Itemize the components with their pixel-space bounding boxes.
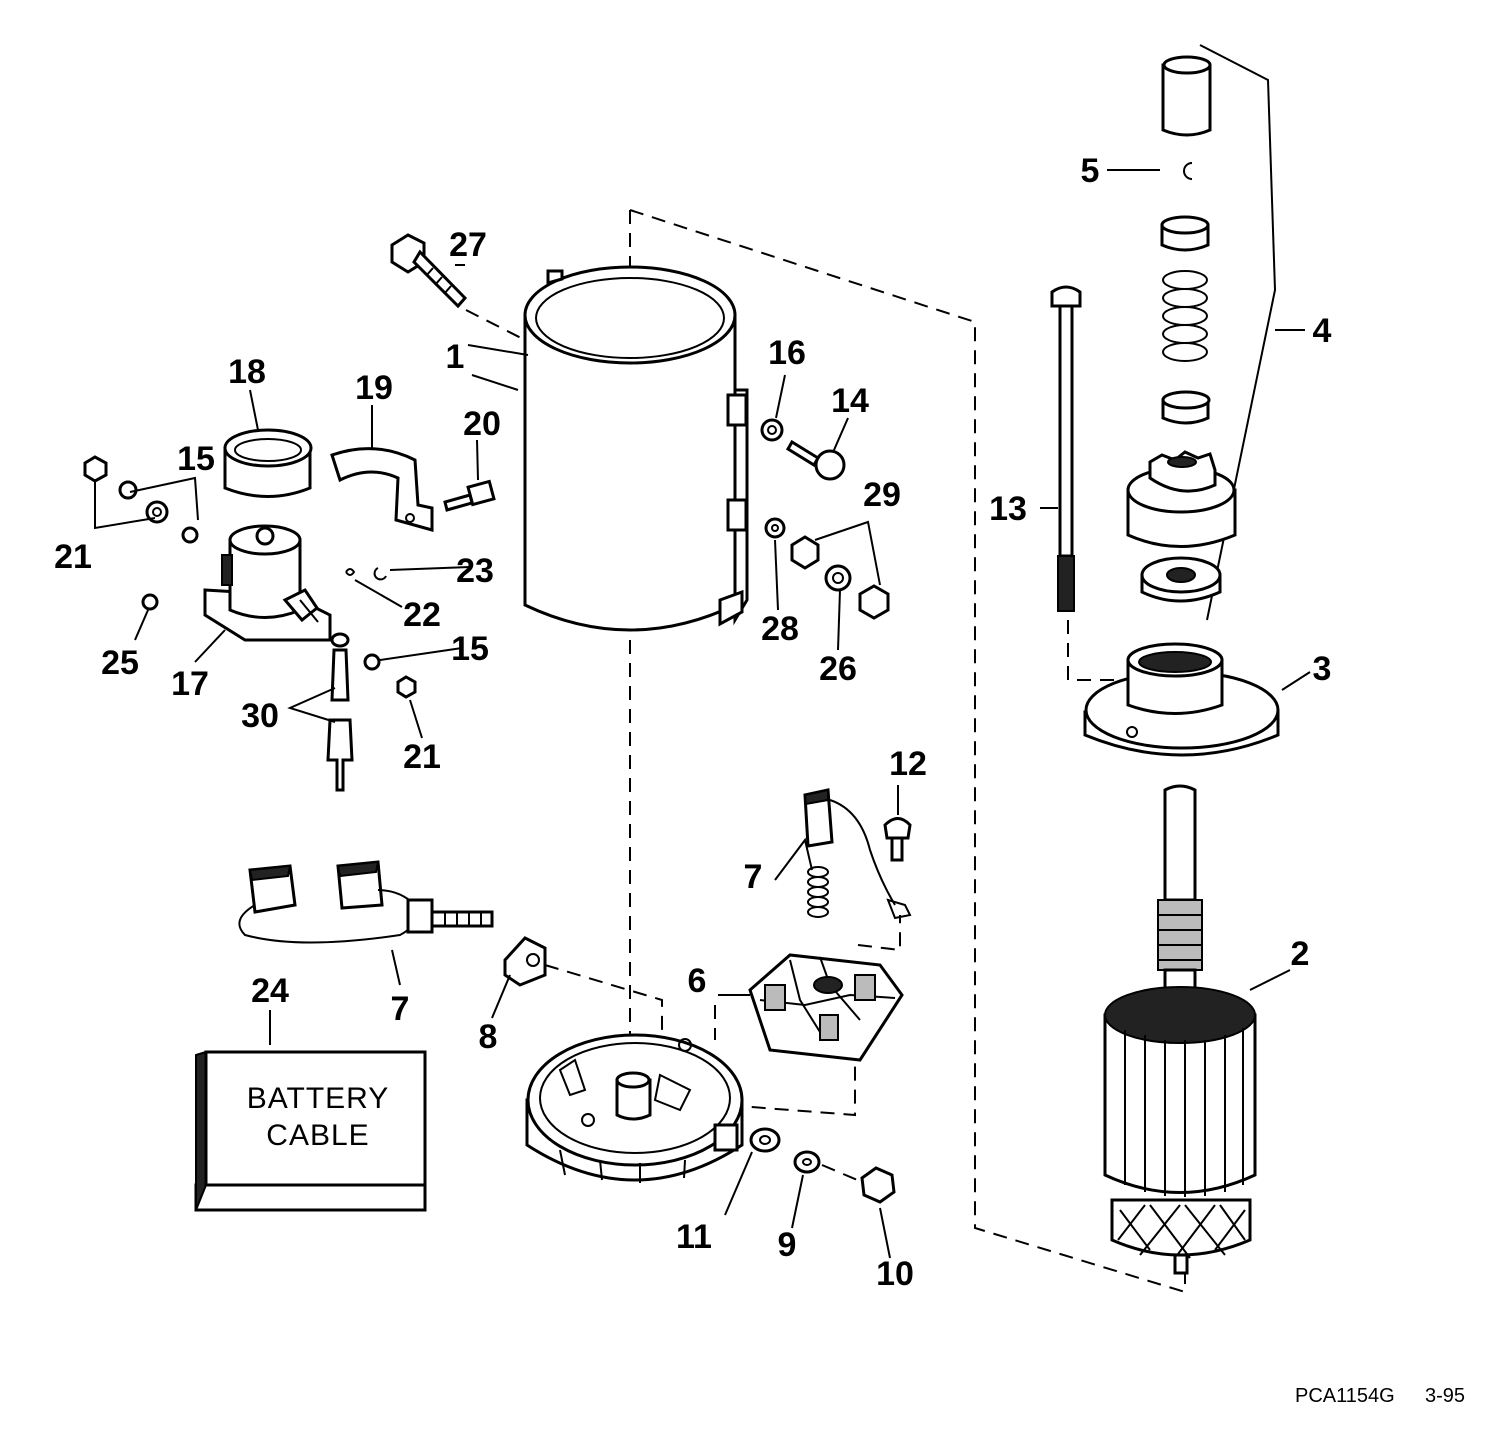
battery-cable-box: BATTERY CABLE xyxy=(194,1050,427,1212)
solenoid-17 xyxy=(203,524,332,642)
brush-plate-6 xyxy=(748,953,904,1062)
callout-10: 10 xyxy=(876,1255,914,1293)
callout-28: 28 xyxy=(761,610,799,648)
callout-13: 13 xyxy=(989,490,1027,528)
callout-18: 18 xyxy=(228,353,266,391)
callout-15-top: 15 xyxy=(177,440,215,478)
terminal-30 xyxy=(326,632,354,792)
callout-21-top: 21 xyxy=(54,538,92,576)
callout-8: 8 xyxy=(479,1018,498,1056)
drive-assembly-bracket xyxy=(1199,44,1305,621)
callout-22: 22 xyxy=(403,596,441,634)
washers-nut-bottom xyxy=(749,1127,896,1204)
callout-15-mid: 15 xyxy=(451,630,489,668)
battery-box-line1: BATTERY xyxy=(247,1082,390,1115)
leader-lines xyxy=(94,169,1311,1259)
callout-16: 16 xyxy=(768,334,806,372)
brush-spring xyxy=(807,866,829,918)
boot-18 xyxy=(223,428,313,498)
callout-12: 12 xyxy=(889,745,927,783)
footer-codes: PCA1154G 3-95 xyxy=(1295,1385,1465,1407)
callout-3: 3 xyxy=(1313,650,1332,688)
through-bolt-13 xyxy=(1050,285,1082,612)
brush-lead-7-left xyxy=(238,860,494,944)
callout-24: 24 xyxy=(251,972,289,1010)
callout-5: 5 xyxy=(1081,152,1100,190)
callout-21-mid: 21 xyxy=(403,738,441,776)
strap-19 xyxy=(330,447,434,532)
callout-14: 14 xyxy=(831,382,869,420)
drive-stack xyxy=(1126,55,1237,603)
callout-29: 29 xyxy=(863,476,901,514)
callout-labels: 1 2 3 4 5 6 7 7 8 9 10 11 12 13 14 15 15… xyxy=(54,152,1331,1293)
frame-housing xyxy=(523,265,749,632)
callout-27: 27 xyxy=(449,226,487,264)
screw-12 xyxy=(883,817,912,862)
callout-23: 23 xyxy=(456,552,494,590)
callout-4: 4 xyxy=(1313,312,1332,350)
callout-20: 20 xyxy=(463,405,501,443)
spring xyxy=(1162,270,1208,362)
part-code: PCA1154G xyxy=(1295,1385,1395,1407)
brush-spring-7-right xyxy=(803,788,912,920)
callout-26: 26 xyxy=(819,650,857,688)
callout-25: 25 xyxy=(101,644,139,682)
hardware-right-of-frame xyxy=(760,418,890,620)
callout-2: 2 xyxy=(1291,935,1310,973)
screw-20 xyxy=(443,479,496,512)
callout-7-left: 7 xyxy=(391,990,410,1028)
small-hardware-mid xyxy=(363,653,417,699)
callout-19: 19 xyxy=(355,369,393,407)
callout-1: 1 xyxy=(446,338,465,376)
bolt-27 xyxy=(390,233,526,341)
drive-end-cap-3 xyxy=(1083,642,1280,757)
callout-11: 11 xyxy=(676,1218,712,1256)
armature-2 xyxy=(1103,784,1257,1275)
date-code: 3-95 xyxy=(1425,1385,1465,1407)
callout-6: 6 xyxy=(688,962,707,1000)
callout-17: 17 xyxy=(171,665,209,703)
callout-9: 9 xyxy=(778,1226,797,1264)
insulator-8 xyxy=(503,936,547,987)
callout-7-right: 7 xyxy=(744,858,763,896)
battery-box-line2: CABLE xyxy=(266,1119,369,1152)
callout-30: 30 xyxy=(241,697,279,735)
commutator-end-cap xyxy=(525,1033,744,1183)
